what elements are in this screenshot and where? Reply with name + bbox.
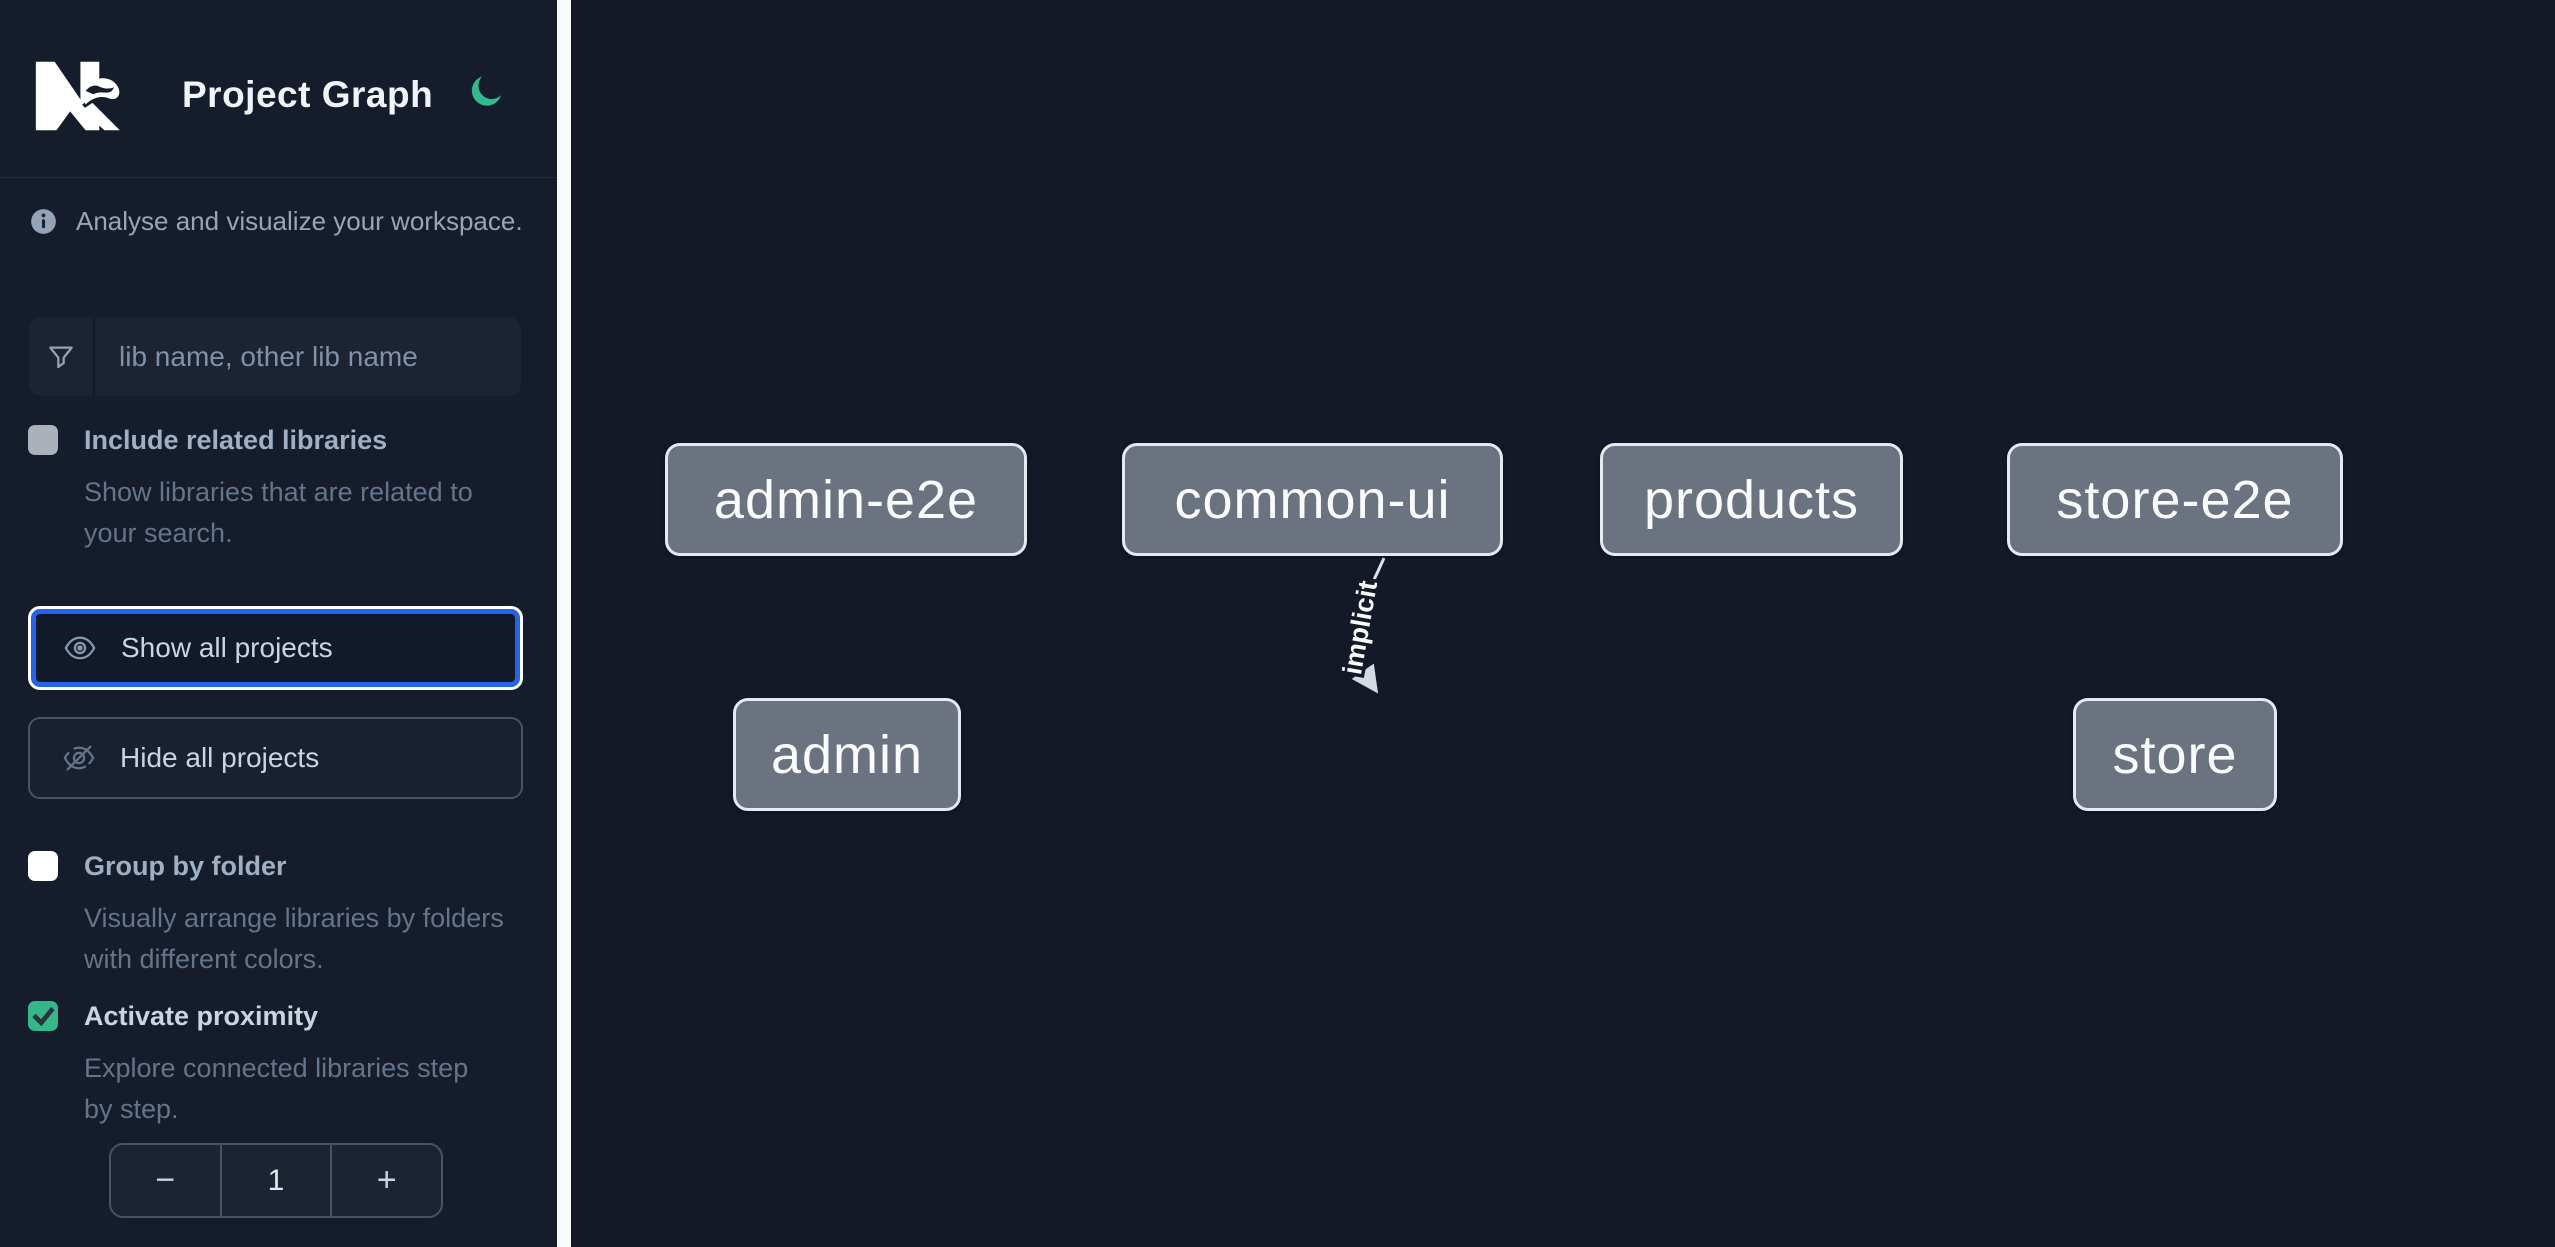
- proximity-decrement-button[interactable]: −: [111, 1145, 220, 1216]
- eye-icon: [58, 631, 102, 665]
- group-by-folder-checkbox[interactable]: [28, 851, 58, 881]
- eye-off-icon: [57, 741, 101, 775]
- info-row: Analyse and visualize your workspace.: [30, 206, 530, 237]
- sidebar: Project Graph Analyse and visualize your…: [0, 0, 557, 1247]
- include-related-label: Include related libraries: [84, 425, 388, 455]
- edge-label: implicit: [1337, 579, 1383, 677]
- activate-proximity-checkbox[interactable]: [28, 1001, 58, 1031]
- graph-node-admin-e2e[interactable]: admin-e2e: [665, 443, 1027, 556]
- group-by-folder-label: Group by folder: [84, 851, 287, 881]
- include-related-checkbox[interactable]: [28, 425, 58, 455]
- group-by-folder-row: Group by folder Visually arrange librari…: [28, 851, 504, 1001]
- hide-all-projects-label: Hide all projects: [120, 742, 320, 773]
- activate-proximity-row: Activate proximity Explore connected lib…: [28, 1001, 498, 1151]
- sidebar-header: Project Graph: [0, 0, 557, 178]
- search-box: [29, 317, 521, 396]
- show-all-projects-label: Show all projects: [121, 632, 333, 663]
- dependency-edges: implicit implicit: [1334, 557, 1387, 694]
- hide-all-projects-button[interactable]: Hide all projects: [28, 717, 523, 799]
- sidebar-resize-handle[interactable]: [557, 0, 571, 1247]
- show-all-projects-button[interactable]: Show all projects: [28, 606, 523, 690]
- checkmark-icon: [30, 1003, 57, 1030]
- include-related-row: Include related libraries Show libraries…: [28, 425, 498, 565]
- search-input[interactable]: [95, 317, 521, 396]
- filter-icon: [29, 317, 95, 396]
- graph-node-admin[interactable]: admin: [733, 698, 961, 811]
- graph-node-common-ui[interactable]: common-ui: [1122, 443, 1503, 556]
- page-title: Project Graph: [182, 74, 434, 115]
- graph-node-products[interactable]: products: [1600, 443, 1903, 556]
- info-text: Analyse and visualize your workspace.: [76, 206, 523, 236]
- activate-proximity-description: Explore connected libraries step by step…: [84, 1053, 469, 1124]
- graph-canvas[interactable]: implicit implicit admin-e2e common-ui pr…: [571, 0, 2555, 1247]
- graph-node-store-e2e[interactable]: store-e2e: [2007, 443, 2343, 556]
- group-by-folder-description: Visually arrange libraries by folders wi…: [84, 903, 504, 974]
- proximity-increment-button[interactable]: +: [332, 1145, 441, 1216]
- nx-logo: [27, 60, 127, 132]
- include-related-description: Show libraries that are related to your …: [84, 477, 473, 548]
- graph-node-store[interactable]: store: [2073, 698, 2277, 811]
- edge-admin-e2e-admin: implicit: [1334, 557, 1387, 694]
- proximity-value: 1: [219, 1145, 333, 1216]
- proximity-stepper: − 1 +: [109, 1143, 443, 1218]
- activate-proximity-label: Activate proximity: [84, 1001, 319, 1031]
- info-icon: [30, 208, 57, 235]
- moon-icon[interactable]: [465, 70, 509, 114]
